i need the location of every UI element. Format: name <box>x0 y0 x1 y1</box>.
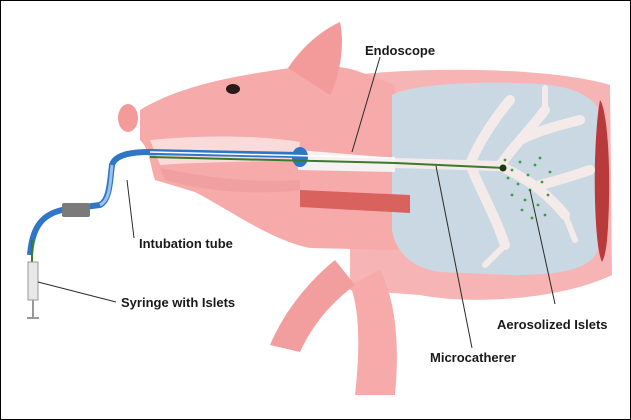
back-leg <box>270 260 355 352</box>
lung <box>392 83 609 275</box>
label-intubation-tube: Intubation tube <box>139 236 233 251</box>
pig-eye <box>226 84 240 94</box>
label-aerosolized-islets: Aerosolized Islets <box>497 317 608 332</box>
label-endoscope: Endoscope <box>365 43 435 58</box>
snout <box>118 104 138 132</box>
tube-connector <box>62 203 90 217</box>
label-microcatheter: Microcatherer <box>430 350 516 365</box>
catheter-tip <box>500 165 507 172</box>
tube-cuff <box>292 147 308 167</box>
label-syringe: Syringe with Islets <box>121 295 235 310</box>
pig-head <box>118 22 400 250</box>
